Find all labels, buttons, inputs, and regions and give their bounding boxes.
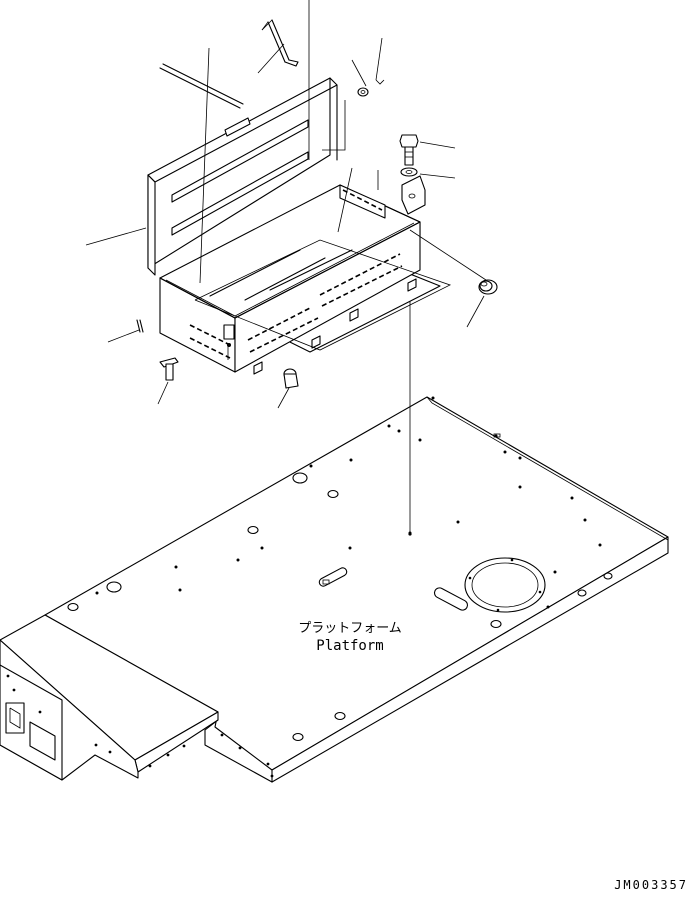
- platform-label-jp: プラットフォーム: [298, 621, 402, 636]
- bracket-icon: [401, 175, 426, 215]
- pin-icon: [159, 357, 179, 381]
- leader-lines: [85, 0, 487, 409]
- panel-slots: [189, 253, 403, 359]
- bolt-icon: [399, 134, 419, 166]
- rubber-stopper-icon: [478, 279, 498, 295]
- edge-holes: [6, 674, 274, 778]
- washer-icon: [400, 167, 418, 177]
- drawing-number: JM003357: [614, 878, 688, 892]
- stay-rod-icon: [159, 19, 299, 109]
- platform-label-en: Platform: [316, 638, 383, 654]
- surface-holes: [67, 396, 613, 742]
- toolbox-lid-icon: [147, 77, 338, 276]
- slot-openings: [318, 567, 469, 611]
- cotter-pin-icon: [136, 319, 144, 333]
- toolbox-body-icon: [159, 184, 452, 375]
- hinge-pin-icon: [283, 368, 299, 389]
- platform-plate-icon: [0, 396, 669, 783]
- nut-icon: [357, 87, 369, 97]
- access-cover-icon: [464, 557, 546, 613]
